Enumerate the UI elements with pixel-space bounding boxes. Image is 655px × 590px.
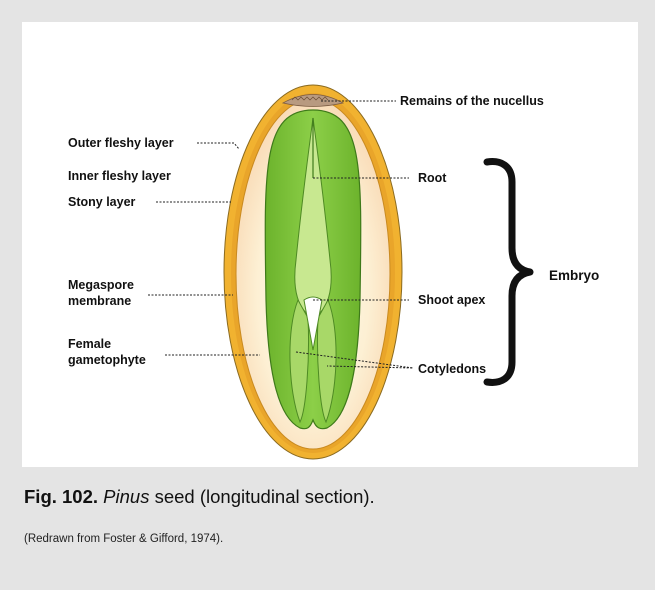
outer-fleshy-pointer [197,143,239,149]
pinus-seed-diagram: Remains of the nucellus Outer fleshy lay… [22,22,638,467]
label-remains-nucellus: Remains of the nucellus [400,94,544,108]
label-female-line1: Female [68,337,111,351]
label-megaspore-line2: membrane [68,294,131,308]
embryo [265,110,361,429]
label-shoot-apex: Shoot apex [418,293,485,307]
caption-genus: Pinus [103,486,149,507]
figure-panel: Remains of the nucellus Outer fleshy lay… [22,22,638,467]
figure-source: (Redrawn from Foster & Gifford, 1974). [24,533,223,545]
label-embryo: Embryo [549,268,599,283]
label-stony-layer: Stony layer [68,195,136,209]
label-female-line2: gametophyte [68,353,146,367]
label-root: Root [418,171,447,185]
figure-caption: Fig. 102. Pinus seed (longitudinal secti… [24,486,375,508]
label-megaspore-line1: Megaspore [68,278,134,292]
embryo-bracket [487,162,530,383]
label-cotyledons: Cotyledons [418,362,486,376]
label-outer-fleshy-layer: Outer fleshy layer [68,136,174,150]
caption-fig-number: Fig. 102. [24,486,98,507]
caption-text: seed (longitudinal section). [155,486,375,507]
label-inner-fleshy-layer: Inner fleshy layer [68,169,171,183]
